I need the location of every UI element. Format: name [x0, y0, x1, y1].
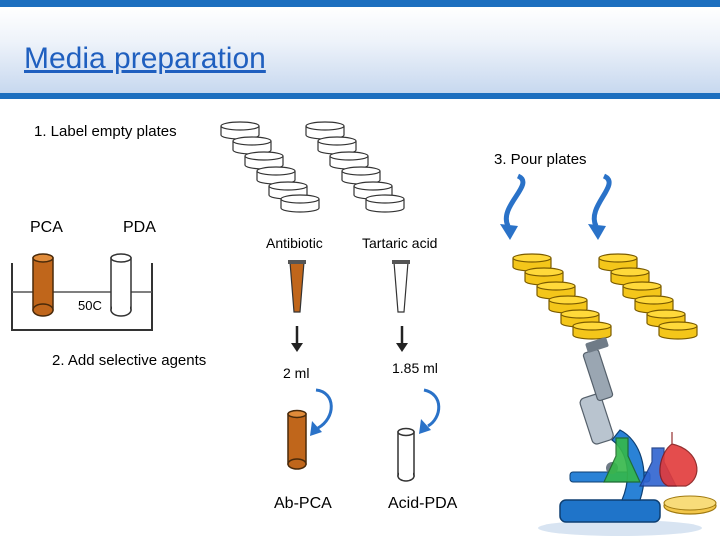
- petri-dish-icon: [658, 321, 698, 340]
- petri-dish-culture-icon: [663, 495, 717, 515]
- poured-plates-left: [512, 253, 612, 340]
- petri-dish-icon: [572, 321, 612, 340]
- antibiotic-down-arrow-icon: [291, 326, 303, 352]
- title-band: [0, 7, 720, 93]
- ab-pca-tube-icon: [287, 409, 307, 470]
- flask-icon: [659, 432, 698, 487]
- antibiotic-volume-label: 2 ml: [283, 365, 310, 381]
- slide-title: Media preparation: [24, 42, 266, 75]
- flask-icon: [603, 437, 641, 483]
- top-accent-bar: [0, 0, 720, 7]
- title-band-line: [0, 93, 720, 99]
- curved-arrow-icon: [419, 388, 441, 434]
- antibiotic-pipette-icon: [288, 260, 306, 313]
- petri-dish-icon: [365, 194, 405, 213]
- step-2-label: 2. Add selective agents: [52, 352, 207, 369]
- step-1-label: 1. Label empty plates: [34, 123, 177, 140]
- acid-pda-tube-icon: [397, 427, 415, 482]
- pca-label: PCA: [30, 219, 63, 236]
- step-3-label: 3. Pour plates: [494, 151, 587, 168]
- pda-tube-icon: [110, 253, 132, 317]
- poured-plates-right: [598, 253, 698, 340]
- pour-arrow-icon: [500, 173, 526, 240]
- ab-pca-label: Ab-PCA: [274, 495, 332, 512]
- empty-plates-left: [220, 121, 320, 213]
- tartaric-down-arrow-icon: [396, 326, 408, 352]
- antibiotic-label: Antibiotic: [266, 235, 323, 251]
- empty-plates-right: [305, 121, 405, 213]
- pda-label: PDA: [123, 219, 156, 236]
- tartaric-volume-label: 1.85 ml: [392, 360, 438, 376]
- petri-dish-icon: [280, 194, 320, 213]
- acid-pda-label: Acid-PDA: [388, 495, 458, 512]
- pca-tube-icon: [32, 253, 54, 317]
- bath-temperature-label: 50C: [78, 298, 102, 313]
- pour-arrow-icon: [588, 173, 612, 240]
- tartaric-pipette-icon: [392, 260, 410, 313]
- curved-arrow-icon: [310, 388, 333, 436]
- tartaric-acid-label: Tartaric acid: [362, 235, 438, 251]
